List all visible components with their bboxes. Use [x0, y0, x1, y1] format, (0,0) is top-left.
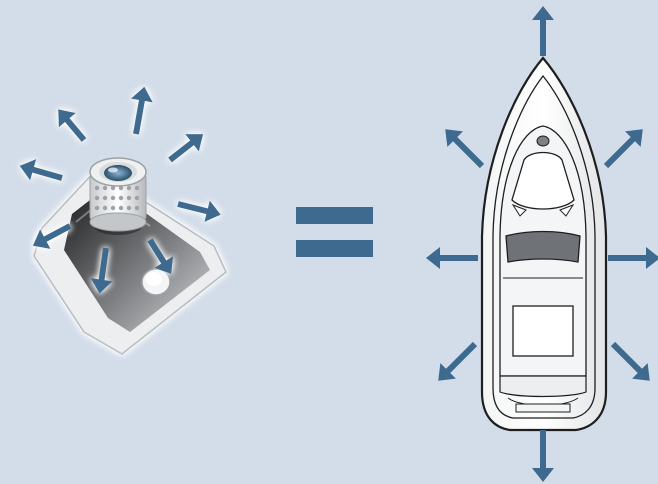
arrow-down-left-icon [438, 341, 478, 381]
arrow-left-icon [426, 247, 478, 269]
boat-transom [499, 375, 587, 398]
boat-cockpit [512, 305, 574, 357]
joystick-control [19, 86, 227, 355]
arrow-right-icon [177, 200, 221, 222]
equals-bottom-bar [296, 240, 373, 257]
boat-top-view [426, 6, 658, 482]
boat-console [505, 230, 581, 263]
arrow-up-icon [532, 6, 554, 56]
equals-top-bar [296, 207, 373, 224]
arrow-up-left-icon [58, 109, 87, 142]
boat-hatch [536, 135, 550, 147]
arrow-down-icon [532, 430, 554, 482]
arrow-up-icon [131, 86, 153, 135]
arrow-down-right-icon [147, 238, 174, 274]
arrow-up-right-icon [168, 134, 204, 163]
equals-sign [296, 207, 373, 257]
arrow-up-left-icon [445, 129, 485, 169]
arrow-left-icon [19, 159, 63, 181]
boat-windshield [511, 151, 575, 210]
arrow-down-icon [90, 247, 113, 294]
arrow-down-left-icon [32, 223, 72, 249]
joystick-direction-arrows [19, 86, 221, 294]
joystick-knob [89, 157, 147, 232]
arrow-up-right-icon [603, 129, 643, 169]
arrow-right-icon [608, 247, 658, 269]
joystick-button [141, 268, 171, 296]
boat-direction-arrows [426, 6, 658, 482]
joystick-lens [104, 165, 132, 181]
arrow-down-right-icon [610, 341, 650, 381]
